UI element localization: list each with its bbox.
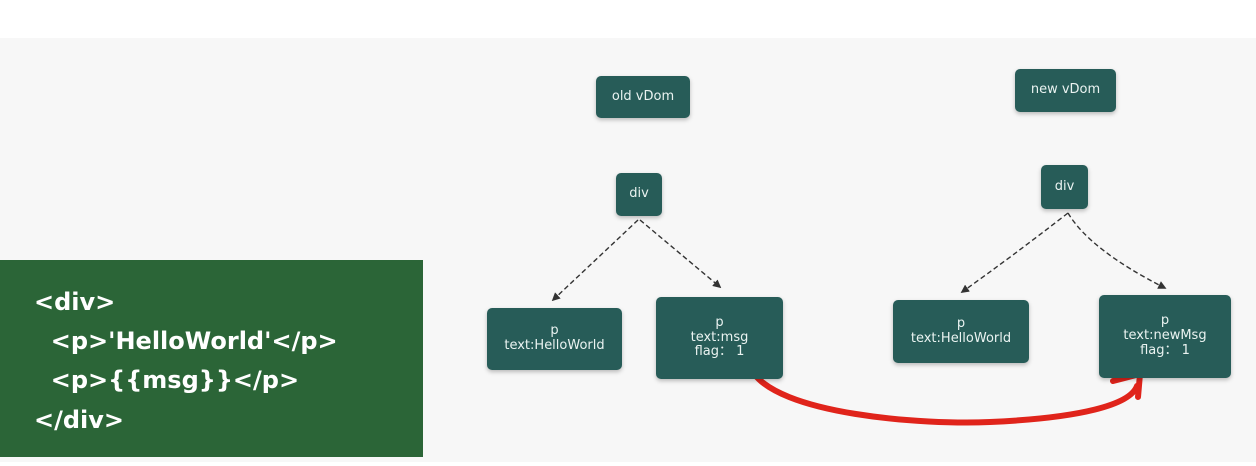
new-vdom-title: new vDom (1015, 69, 1116, 112)
old-p2-tag: p (715, 314, 724, 330)
old-p1-text: text:HelloWorld (504, 338, 605, 353)
new-p1-text: text:HelloWorld (910, 330, 1012, 346)
old-vdom-title-text: old vDom (611, 88, 675, 104)
new-vdom-title-text: new vDom (1030, 82, 1101, 98)
new-div-label: div (1054, 178, 1075, 194)
new-p2-flag: flag： 1 (1140, 342, 1190, 358)
old-div-label: div (629, 186, 649, 202)
old-p1-tag: p (550, 323, 559, 339)
old-p2-text: text:msg (690, 329, 749, 345)
old-p2-flag: flag： 1 (694, 344, 745, 360)
old-vdom-p-msg-node: p text:msg flag： 1 (656, 297, 783, 379)
code-line-p-msg: <p>{{msg}}</p> (34, 366, 300, 394)
old-vdom-title: old vDom (596, 76, 690, 118)
new-p1-tag: p (956, 315, 966, 331)
new-p2-text: text:newMsg (1123, 328, 1207, 344)
new-vdom-p-helloworld-node: p text:HelloWorld (893, 300, 1029, 363)
code-line-div-open: <div> (34, 288, 116, 316)
old-vdom-div-node: div (616, 173, 662, 216)
code-line-div-close: </div> (34, 406, 125, 434)
new-vdom-div-node: div (1041, 165, 1088, 209)
template-code-panel: <div> <p>'HelloWorld'</p> <p>{{msg}}</p>… (0, 260, 423, 457)
new-p2-tag: p (1160, 313, 1170, 329)
new-vdom-p-newmsg-node: p text:newMsg flag： 1 (1099, 295, 1231, 378)
code-line-p-helloworld: <p>'HelloWorld'</p> (34, 327, 338, 355)
old-vdom-p-helloworld-node: p text:HelloWorld (487, 308, 622, 370)
